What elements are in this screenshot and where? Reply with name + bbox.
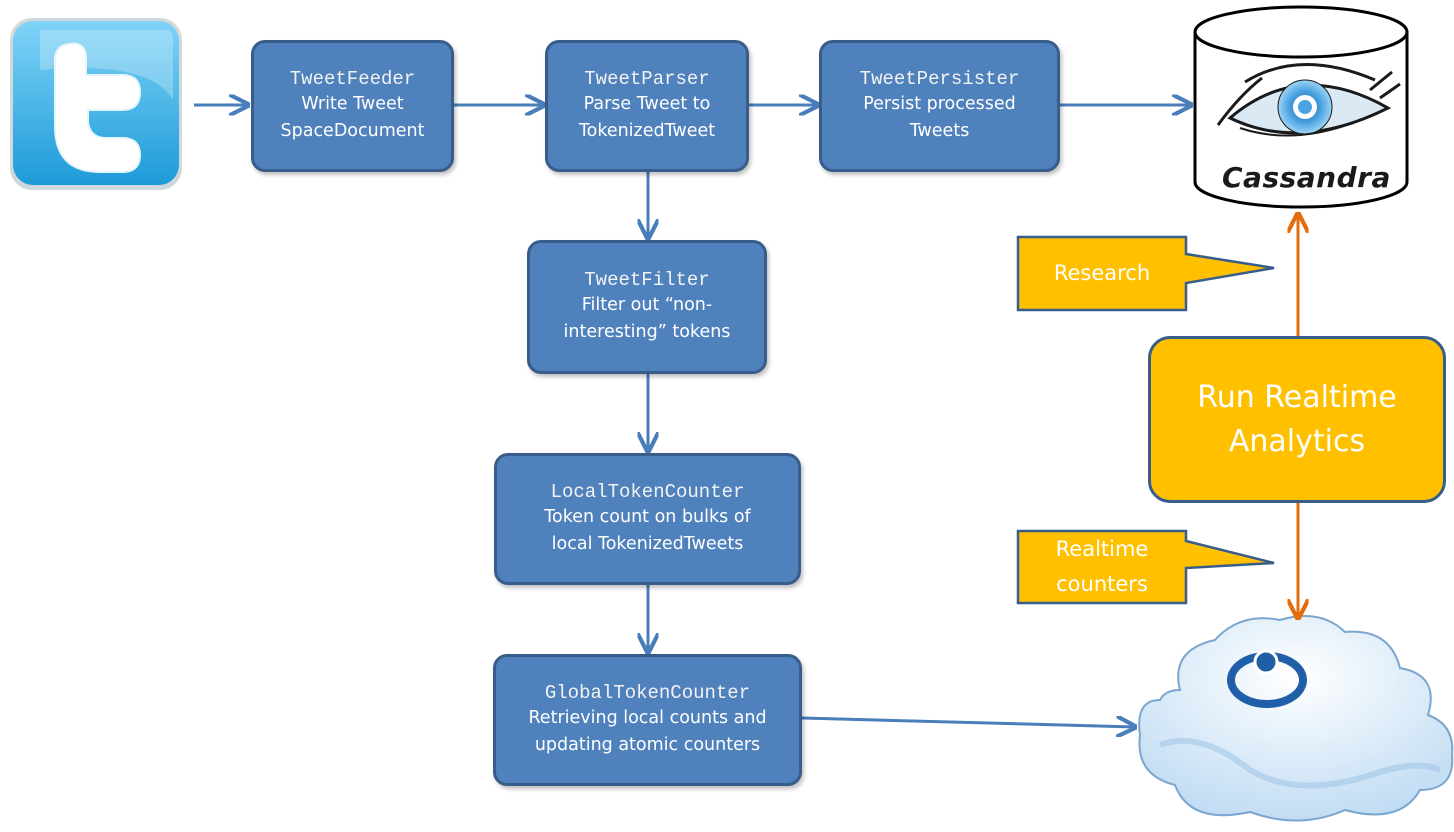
node-desc-line1: Retrieving local counts and: [528, 708, 767, 728]
node-desc-line1: Persist processed: [863, 94, 1016, 114]
analytics-line2: Analytics: [1228, 423, 1366, 459]
twitter-logo-icon: [10, 18, 182, 190]
callout-research-text: Research: [1053, 261, 1151, 285]
node-title: GlobalTokenCounter: [544, 682, 751, 704]
callout-realtime-line2: counters: [1056, 572, 1148, 596]
node-desc-line2: updating atomic counters: [534, 735, 761, 755]
node-title: TweetFilter: [584, 269, 710, 291]
node-tweet-parser: TweetParser Parse Tweet to TokenizedTwee…: [545, 40, 749, 172]
node-desc-line2: interesting” tokens: [563, 322, 731, 342]
arrow-global-to-cloud: [801, 718, 1135, 727]
node-title: TweetParser: [584, 68, 710, 90]
node-tweet-persister: TweetPersister Persist processed Tweets: [819, 40, 1060, 172]
node-desc-line1: Token count on bulks of: [544, 507, 751, 527]
node-title: TweetPersister: [859, 68, 1020, 90]
node-global-token-counter: GlobalTokenCounter Retrieving local coun…: [493, 654, 802, 786]
callout-realtime-counters: [1016, 529, 1275, 605]
node-tweet-filter: TweetFilter Filter out “non- interesting…: [527, 240, 767, 374]
run-realtime-analytics-box: Run Realtime Analytics: [1148, 336, 1446, 503]
cassandra-label: Cassandra: [1222, 161, 1391, 194]
node-desc-line2: TokenizedTweet: [578, 121, 716, 141]
node-desc-line2: local TokenizedTweets: [551, 534, 744, 554]
node-title: LocalTokenCounter: [550, 481, 745, 503]
node-desc-line1: Parse Tweet to: [583, 94, 711, 114]
node-desc-line2: Tweets: [909, 121, 970, 141]
callout-research: [1016, 235, 1275, 312]
node-tweet-feeder: TweetFeeder Write Tweet SpaceDocument: [251, 40, 454, 172]
node-desc-line2: SpaceDocument: [280, 121, 425, 141]
node-title: TweetFeeder: [289, 68, 416, 90]
node-desc-line1: Filter out “non-: [581, 295, 713, 315]
gigaspaces-cloud-icon: [1138, 615, 1454, 822]
analytics-line1: Run Realtime: [1197, 379, 1397, 415]
node-local-token-counter: LocalTokenCounter Token count on bulks o…: [494, 453, 801, 585]
callout-realtime-line1: Realtime: [1055, 537, 1149, 561]
cassandra-eye-icon: [1216, 63, 1401, 137]
node-desc-line1: Write Tweet: [301, 94, 404, 114]
